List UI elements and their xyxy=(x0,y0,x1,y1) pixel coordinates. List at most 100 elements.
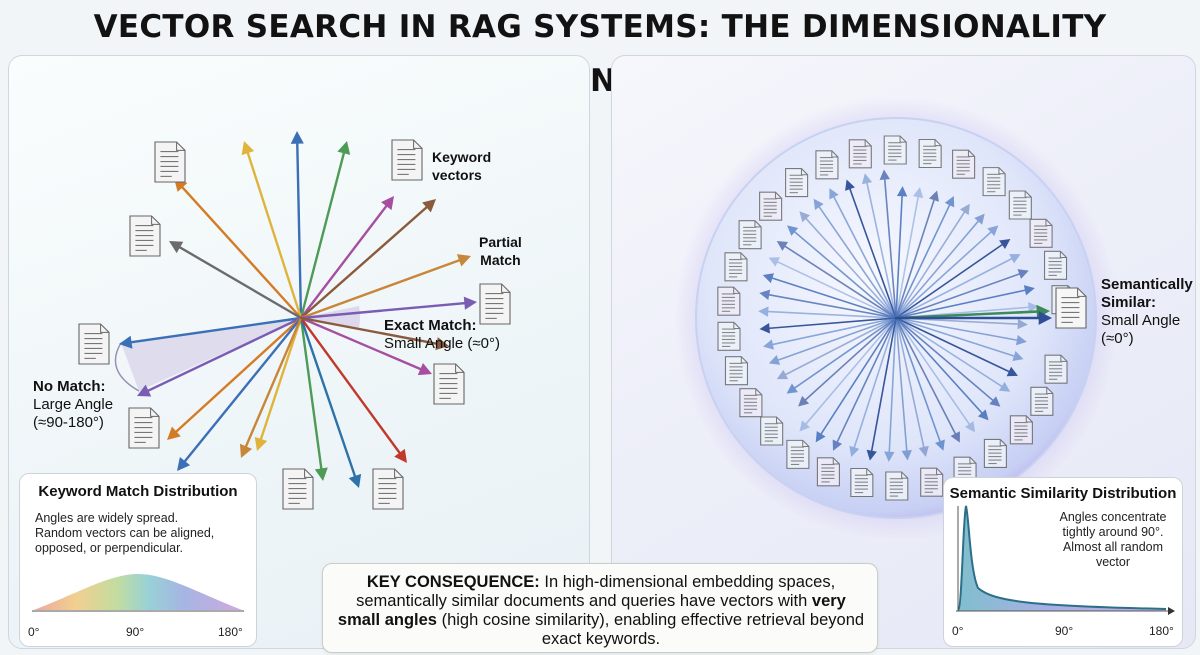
semantic-vector-arrow xyxy=(895,269,1029,319)
semantic-vector-arrow xyxy=(759,289,897,319)
document-icon xyxy=(952,149,976,179)
keyword-tick-90: 90° xyxy=(126,625,145,639)
semantic-vector-arrow xyxy=(787,225,897,319)
keyword-vector-arrow xyxy=(299,199,436,320)
semantic-distribution-desc: Angles concentrate tightly around 90°. A… xyxy=(1059,510,1167,569)
semantic-vector-arrow xyxy=(759,317,897,334)
semantic-vector-arrow xyxy=(895,317,945,451)
semantic-vector-arrow xyxy=(762,273,897,319)
keyword-distribution-title: Keyword Match Distribution xyxy=(38,483,238,500)
semantic-vector-arrow xyxy=(832,317,897,451)
document-icon xyxy=(391,139,423,181)
document-icon xyxy=(128,407,160,449)
semantically-similar-label: Semantically Similar: Small Angle (≈0°) xyxy=(1101,276,1193,347)
key-consequence-bold: very small angles xyxy=(337,592,846,629)
semantic-vector-arrow xyxy=(895,254,1021,319)
keyword-vector-arrow xyxy=(169,241,303,320)
semantic-tick-180: 180° xyxy=(1149,624,1174,638)
document-icon xyxy=(982,167,1006,197)
document-icon xyxy=(815,150,839,180)
document-icon xyxy=(816,457,840,487)
keyword-vector-arrow xyxy=(299,316,362,488)
semantic-vector-arrow xyxy=(849,317,897,457)
semantic-vector-arrow xyxy=(895,317,1027,346)
document-icon xyxy=(433,363,465,405)
semantic-tick-0: 0° xyxy=(952,624,964,638)
keyword-tick-180: 180° xyxy=(218,625,243,639)
semantic-vector-arrow xyxy=(861,173,897,319)
document-icon xyxy=(717,286,741,316)
semantic-distribution-title: Semantic Similarity Distribution xyxy=(949,485,1177,502)
document-icon xyxy=(739,388,763,418)
similar-vector-arrow xyxy=(894,311,1052,325)
keyword-vector-arrow xyxy=(299,141,351,320)
document-icon xyxy=(724,252,748,282)
key-consequence-text: KEY CONSEQUENCE: In high-dimensional emb… xyxy=(337,573,865,648)
document-icon xyxy=(883,135,907,165)
semantic-vector-arrow xyxy=(798,317,897,407)
keyword-distribution-desc: Angles are widely spread. Random vectors… xyxy=(35,511,215,555)
semantic-vector-arrow xyxy=(895,317,1011,392)
document-icon xyxy=(282,468,314,510)
keyword-vector-arrow xyxy=(299,254,471,320)
semantic-vector-arrow xyxy=(895,317,1018,377)
semantic-vector-arrow xyxy=(845,179,897,319)
document-icon xyxy=(1008,190,1032,220)
semantic-vector-arrow xyxy=(895,317,989,421)
semantic-vector-arrow xyxy=(776,317,897,380)
exact-match-angle-wedge xyxy=(301,306,361,328)
keyword-vector-arrow xyxy=(299,316,449,351)
keyword-vector-arrow xyxy=(177,316,303,471)
semantic-vector-arrow xyxy=(879,169,897,319)
document-icon xyxy=(1044,354,1068,384)
document-icon xyxy=(918,138,942,169)
semantic-vector-arrow xyxy=(884,317,897,462)
keyword-distribution-curve xyxy=(32,574,244,612)
key-consequence-box: KEY CONSEQUENCE: In high-dimensional emb… xyxy=(322,563,878,653)
keyword-vector-arrow xyxy=(119,316,303,349)
semantic-vector-arrow xyxy=(895,213,985,319)
semantic-vector-arrow xyxy=(815,317,897,443)
semantic-tick-90: 90° xyxy=(1055,624,1074,638)
document-icon xyxy=(717,321,741,351)
semantic-panel: Semantically Similar: Small Angle (≈0°) … xyxy=(611,55,1196,649)
semantic-vector-arrow xyxy=(895,317,960,443)
keyword-vector-diagram xyxy=(78,131,511,510)
document-icon xyxy=(759,191,783,221)
semantic-vector-arrow xyxy=(813,198,897,319)
semantic-distribution-curve xyxy=(956,505,1175,615)
document-icon xyxy=(1030,386,1054,416)
keyword-distribution-box: Keyword Match Distribution Angles are wi… xyxy=(19,473,257,647)
document-icon xyxy=(848,139,872,169)
document-icon xyxy=(786,439,810,469)
keyword-vector-arrow xyxy=(239,316,303,458)
document-icon xyxy=(129,215,161,257)
semantic-vector-arrow xyxy=(763,317,897,350)
keyword-vector-arrow xyxy=(174,178,303,320)
document-icon xyxy=(885,471,909,501)
document-icon xyxy=(920,467,944,497)
semantic-vector-arrow xyxy=(799,211,897,319)
semantic-vector-arrow xyxy=(866,317,897,461)
document-icon xyxy=(1043,250,1068,280)
semantic-vector-arrow xyxy=(895,317,976,433)
document-icon xyxy=(479,283,511,325)
semantic-vector-arrow xyxy=(895,317,1024,361)
keyword-vector-arrow xyxy=(299,296,477,320)
semantic-vector-arrow xyxy=(895,317,912,461)
semantic-distribution-box: Semantic Similarity Distribution Angles … xyxy=(943,477,1183,647)
document-icon xyxy=(760,416,784,446)
document-icon xyxy=(372,468,404,510)
page-title: VECTOR SEARCH IN RAG SYSTEMS: THE DIMENS… xyxy=(93,9,1107,99)
keyword-vector-arrow xyxy=(167,316,303,440)
no-match-angle-wedge xyxy=(121,318,301,391)
semantic-vector-arrow xyxy=(895,196,955,319)
keyword-vector-arrow xyxy=(254,316,303,451)
semantic-vector-arrow xyxy=(895,186,908,319)
document-icon xyxy=(785,168,809,198)
document-icon xyxy=(724,356,749,386)
keyword-vector-arrow xyxy=(299,196,394,320)
no-match-label: No Match: Large Angle (≈90-180°) xyxy=(33,378,114,431)
